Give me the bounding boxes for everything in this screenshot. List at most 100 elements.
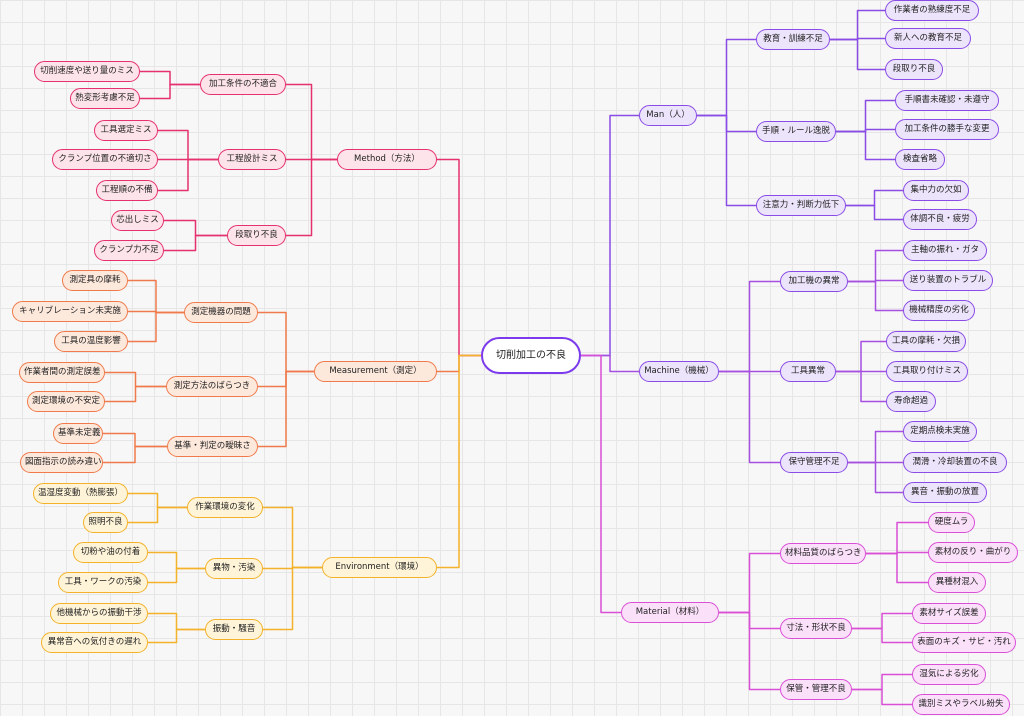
item-operator-error[interactable]: 作業者間の測定誤差 [19,362,105,383]
item-late-noise-detection[interactable]: 異常音への気付きの遅れ [41,632,148,653]
group-procedure-deviation[interactable]: 手順・ルール逸脱 [756,121,836,142]
group-dimension-shape[interactable]: 寸法・形状不良 [780,618,852,639]
group-maintenance[interactable]: 保守管理不足 [780,452,848,473]
category-man[interactable]: Man（人） [639,105,697,126]
item-calibration[interactable]: キャリブレーション未実施 [12,301,128,322]
item-centering[interactable]: 芯出しミス [111,210,164,231]
group-work-environment[interactable]: 作業環境の変化 [187,497,263,518]
connector-item-procedure-unchecked [836,99,895,133]
group-training[interactable]: 教育・訓練不足 [756,29,830,50]
connector-item-lighting [128,506,187,524]
item-fatigue[interactable]: 体調不良・疲労 [903,209,977,230]
item-cutting-speed[interactable]: 切削速度や送り量のミス [34,61,140,82]
links-mc1 [848,249,903,312]
category-material[interactable]: Material（材料） [621,602,719,623]
item-neglected-vibration[interactable]: 異音・振動の放置 [903,482,987,503]
item-foreign-material[interactable]: 異種材混入 [928,572,986,593]
group-process-design[interactable]: 工程設計ミス [218,149,286,170]
connector-item-spindle-runout [848,249,903,283]
links-e2 [148,551,205,584]
item-inspection-skip[interactable]: 検査省略 [895,149,945,170]
item-temp-humidity[interactable]: 温湿度変動（熱膨張） [33,483,128,504]
item-tool-wear[interactable]: 工具の摩耗・欠損 [886,331,966,352]
connector-category-material [581,354,621,614]
connector-item-temp-humidity [128,492,187,509]
item-drawing-misread[interactable]: 図面指示の読み違い [20,452,103,473]
connector-item-lifetime-exceeded [836,370,886,403]
item-lighting[interactable]: 照明不良 [83,512,128,533]
category-environment[interactable]: Environment（環境） [322,557,437,578]
connector-item-tool-work-contamination [148,567,205,584]
item-lubrication[interactable]: 潤滑・冷却装置の不良 [903,452,1007,473]
group-machine-abnormality[interactable]: 加工機の異常 [780,271,848,292]
item-hardness[interactable]: 硬度ムラ [928,512,975,533]
item-clamp-position[interactable]: クランプ位置の不適切さ [52,149,158,170]
root-link-machine [581,354,639,373]
group-contamination[interactable]: 異物・汚染 [205,558,263,579]
connector-item-skill-shortage [830,9,885,41]
links-e3 [148,612,205,644]
group-processing-conditions[interactable]: 加工条件の不適合 [200,74,286,95]
item-vibration-interference[interactable]: 他機械からの振動干渉 [50,603,148,624]
connector-item-centering [164,219,227,237]
connector-item-foreign-material [866,552,928,584]
item-lifetime-exceeded[interactable]: 寿命超過 [886,391,936,412]
item-accuracy-degradation[interactable]: 機械精度の劣化 [903,300,975,321]
item-procedure-unchecked[interactable]: 手順書未確認・未遵守 [895,90,999,111]
item-tool-mounting[interactable]: 工具取り付けミス [886,361,968,382]
connector-item-label-loss [852,688,912,706]
item-thermal[interactable]: 熱変形考慮不足 [70,88,140,109]
item-temperature[interactable]: 工具の温度影響 [54,331,128,352]
item-tool-selection[interactable]: 工具選定ミス [94,120,158,141]
item-periodic-inspection[interactable]: 定期点検未実施 [903,421,977,442]
group-method-variation[interactable]: 測定方法のばらつき [166,376,258,397]
item-spindle-runout[interactable]: 主軸の振れ・ガタ [903,240,987,261]
item-skill-shortage[interactable]: 作業者の熟練度不足 [885,0,979,21]
links-m3 [164,219,227,252]
category-machine[interactable]: Machine（機械） [639,361,719,382]
group-criteria-ambiguity[interactable]: 基準・判定の曖昧さ [167,436,258,457]
connector-group-vibration-noise [263,566,322,631]
group-attention[interactable]: 注意力・判断力低下 [756,195,846,216]
links-machine [719,280,780,464]
item-size-error[interactable]: 素材サイズ誤差 [912,603,986,624]
item-tool-work-contamination[interactable]: 工具・ワークの汚染 [58,572,148,593]
item-instrument-wear[interactable]: 測定具の摩耗 [62,270,128,291]
connector-item-accuracy-degradation [848,280,903,312]
item-newcomer-training[interactable]: 新人への教育不足 [885,28,971,49]
group-quality-variation[interactable]: 材料品質のばらつき [780,543,866,564]
group-storage[interactable]: 保管・管理不良 [780,679,852,700]
item-label-loss[interactable]: 識別ミスやラベル紛失 [912,694,1010,715]
item-unstable-environment[interactable]: 測定環境の不安定 [27,391,105,412]
group-vibration-noise[interactable]: 振動・騒音 [205,619,263,640]
item-feed-trouble[interactable]: 送り装置のトラブル [903,270,993,291]
connector-category-method [437,158,481,357]
links-mt2 [852,612,912,644]
root-topic[interactable]: 切削加工の不良 [481,337,581,374]
root-link-man [581,114,639,357]
item-surface-defects[interactable]: 表面のキズ・サビ・汚れ [912,632,1016,653]
group-tool-abnormality[interactable]: 工具異常 [780,361,836,382]
item-condition-change[interactable]: 加工条件の勝手な変更 [895,119,999,140]
category-method[interactable]: Method（方法） [337,149,437,170]
connector-group-processing-conditions [286,83,337,161]
connector-group-storage [719,611,780,691]
links-environment [263,506,322,631]
group-instrument-problem[interactable]: 測定機器の問題 [184,302,258,323]
item-setup-failure[interactable]: 段取り不良 [885,59,943,80]
connector-item-instrument-wear [128,279,184,314]
item-process-order[interactable]: 工程順の不備 [96,180,158,201]
item-warp[interactable]: 素材の反り・曲がり [928,542,1018,563]
links-ms3 [103,432,167,464]
item-lack-focus[interactable]: 集中力の欠如 [903,180,969,201]
connector-group-training [697,38,756,117]
item-chips-oil[interactable]: 切粉や油の付着 [73,542,148,563]
group-setup[interactable]: 段取り不良 [227,225,286,246]
category-measurement[interactable]: Measurement（測定） [314,361,437,382]
item-undefined-standard[interactable]: 基準未定義 [53,423,103,444]
item-clamp-force[interactable]: クランプ力不足 [94,240,164,261]
connector-item-vibration-interference [148,612,205,631]
item-humidity-degradation[interactable]: 湿気による劣化 [912,664,986,685]
root-link-method [437,158,481,357]
connector-item-tool-selection [158,129,218,161]
